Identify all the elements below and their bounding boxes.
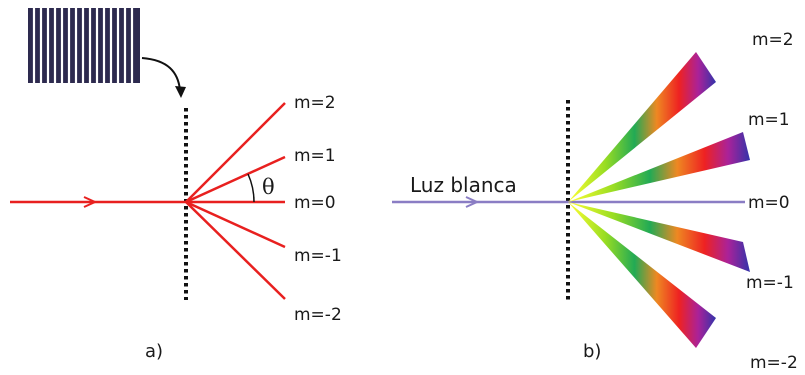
ray-m1 <box>185 155 286 204</box>
ray-m2 <box>185 102 286 203</box>
spectrum-m1 <box>568 132 750 202</box>
spectrum-m-1 <box>568 202 750 272</box>
order-label-m-2-b: m=-2 <box>750 353 798 373</box>
panel-b-label: b) <box>583 341 601 362</box>
order-label-m0-a: m=0 <box>294 193 336 213</box>
white-light-label: Luz blanca <box>410 173 517 197</box>
panel-a-label: a) <box>145 341 163 362</box>
order-label-m2-a: m=2 <box>294 93 336 113</box>
ray-m-1 <box>185 200 286 249</box>
order-label-m-2-a: m=-2 <box>294 305 342 325</box>
ray-m-2 <box>185 201 286 300</box>
order-label-m1-b: m=1 <box>748 110 790 130</box>
grating-inset <box>28 8 140 83</box>
spectrum-fans <box>568 52 750 348</box>
order-label-m1-a: m=1 <box>294 146 336 166</box>
pointer-arrow <box>141 57 181 91</box>
diffracted-rays-a <box>185 102 286 300</box>
order-label-m-1-b: m=-1 <box>746 273 794 293</box>
panel-a: θ m=2 m=1 m=0 m=-1 m=-2 a) <box>10 8 342 362</box>
order-label-m0-b: m=0 <box>748 193 790 213</box>
spectrum-m2 <box>568 52 716 202</box>
order-label-m2-b: m=2 <box>752 30 794 50</box>
panel-b: Luz blanca m=2 m=1 m=0 m=-1 m=-2 b) <box>392 30 798 373</box>
spectrum-m-2 <box>568 202 716 348</box>
order-label-m-1-a: m=-1 <box>294 246 342 266</box>
theta-arc <box>247 173 255 203</box>
theta-symbol: θ <box>262 175 275 199</box>
